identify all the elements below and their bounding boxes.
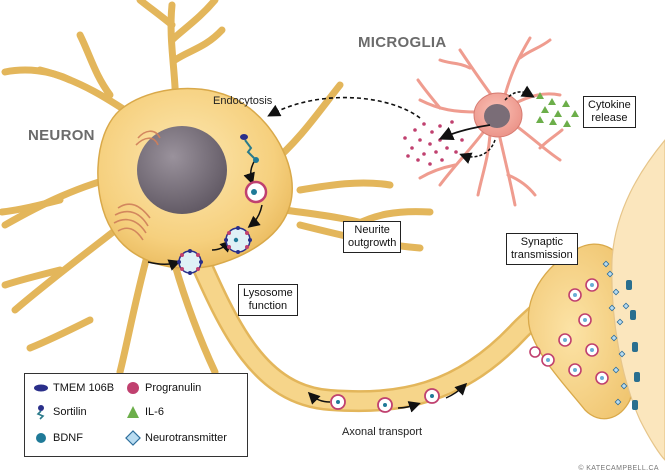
axon-vesicles [330, 388, 440, 413]
endosome-vesicle [244, 180, 268, 204]
microglia-nucleus [484, 104, 510, 128]
cytokine-release-line2: release [591, 112, 628, 124]
neuron-nucleus [137, 126, 227, 214]
progranulin-icon [127, 382, 139, 394]
neurotransmitter-icon [125, 430, 141, 446]
postsynaptic-dendrite [611, 139, 665, 461]
progranulin-cloud [403, 120, 464, 166]
legend-bdnf-label: BDNF [53, 432, 83, 444]
legend-tmem-label: TMEM 106B [53, 382, 115, 394]
lysosome-large [224, 226, 252, 254]
microglia-label: MICROGLIA [358, 34, 447, 51]
lysosome-function-line2: function [248, 300, 288, 312]
microglia-release-arrows [438, 85, 535, 164]
lysosome-function-box: Lysosome function [238, 284, 298, 316]
credit-text: © KATECAMPBELL.CA [578, 465, 659, 472]
legend: TMEM 106B Sortilin BDNF Progranulin IL-6… [24, 373, 248, 457]
synaptic-transmission-box: Synaptic transmission [506, 233, 578, 265]
legend-neurotransmitter-label: Neurotransmitter [145, 432, 227, 444]
axonal-transport-label: Axonal transport [342, 426, 423, 438]
bdnf-icon [36, 433, 46, 443]
cytokine-release-line1: Cytokine [588, 99, 631, 111]
lysosome-small [177, 249, 203, 275]
il6-icon [127, 406, 139, 418]
microglia-cell [416, 36, 564, 207]
axonal-transport-arrows [307, 382, 468, 413]
synaptic-transmission-line1: Synaptic [520, 236, 563, 248]
neuron-cell [0, 0, 665, 461]
lysosome-function-line1: Lysosome [243, 287, 293, 299]
endoplasmic-reticulum [113, 130, 161, 241]
synaptic-transmission-line2: transmission [511, 249, 573, 261]
sortilin-icon [36, 405, 45, 420]
legend-sortilin-label: Sortilin [53, 406, 87, 418]
neurite-outgrowth-box: Neurite outgrowth [343, 221, 402, 253]
terminal-vesicle-cores [546, 283, 604, 380]
microglia-processes [416, 36, 564, 207]
neuron-label: NEURON [28, 127, 95, 144]
legend-il6-label: IL-6 [145, 406, 164, 418]
tmem-icon [34, 384, 48, 392]
legend-progranulin-label: Progranulin [145, 382, 202, 394]
endocytosis-label: Endocytosis [213, 95, 273, 107]
sortilin-receptor [240, 134, 259, 163]
postsynaptic-receptors [626, 280, 640, 410]
il6-cloud [536, 92, 579, 127]
neurite-outgrowth-line2: outgrowth [348, 237, 397, 249]
neurite-outgrowth-line1: Neurite [354, 224, 390, 236]
neurotransmitter-molecules [602, 260, 630, 406]
cytokine-release-box: Cytokine release [583, 96, 636, 128]
endocytosis-arrow [267, 96, 421, 119]
